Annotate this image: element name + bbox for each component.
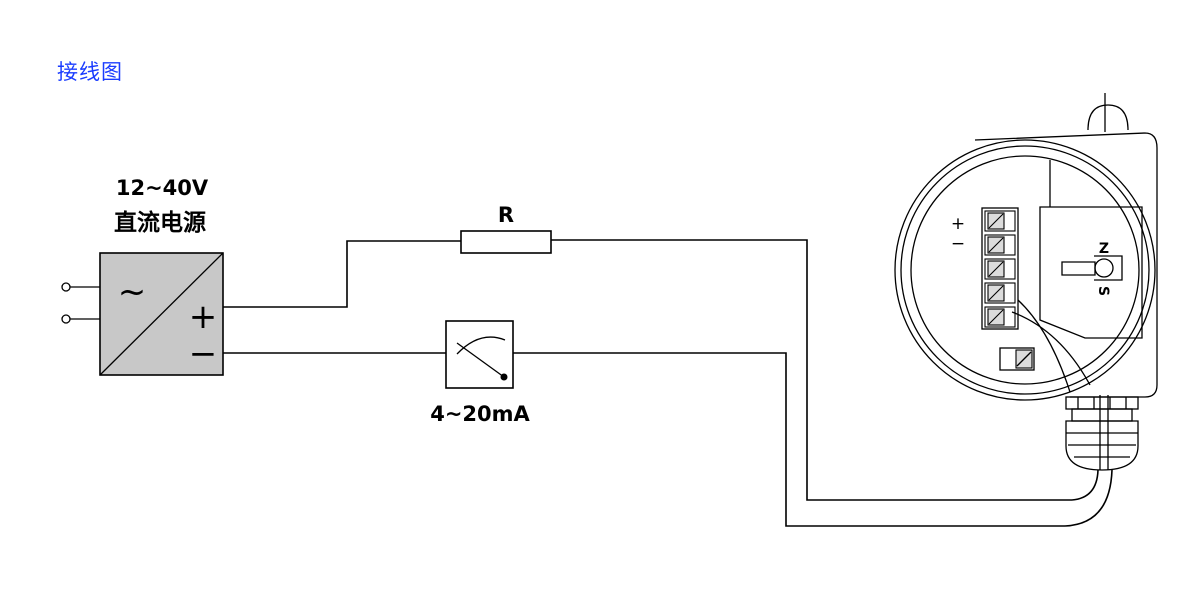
converter-diagonal xyxy=(99,252,224,376)
gland-seal xyxy=(1065,420,1139,471)
transmitter-housing: Z S + − xyxy=(894,93,1158,471)
negative-wire-cable-bend xyxy=(1064,469,1113,527)
meter-pivot xyxy=(500,373,508,381)
zero-adjust-label: Z xyxy=(1099,241,1109,257)
meter-scale-arc xyxy=(456,336,506,355)
adjust-bracket xyxy=(1094,255,1123,281)
top-mount-lug xyxy=(1087,104,1129,131)
gland-nut xyxy=(1065,396,1139,410)
terminal-screw-slot xyxy=(988,237,1004,253)
dc-minus-symbol: − xyxy=(189,334,218,374)
housing-inner-ring xyxy=(900,145,1150,395)
resistor-label: R xyxy=(498,203,514,227)
power-supply-label: 直流电源 xyxy=(114,209,206,236)
internal-wire-1 xyxy=(1011,311,1091,386)
ac-symbol: ~ xyxy=(118,272,147,312)
ac-terminal-1 xyxy=(61,282,71,292)
ac-terminal-2 xyxy=(61,314,71,324)
terminal-screw-slot xyxy=(988,285,1004,301)
negative-wire-to-device xyxy=(513,352,1065,527)
current-meter: 4~20mA xyxy=(430,320,531,426)
terminal-block: + − xyxy=(951,207,1019,330)
adjust-potentiometer-knob xyxy=(1094,258,1114,278)
resistor-body xyxy=(460,230,552,254)
positive-wire-cable-bend xyxy=(1071,469,1099,501)
housing-chamber xyxy=(910,155,1140,385)
ground-screw-slot xyxy=(1016,351,1032,367)
power-supply-voltage: 12~40V xyxy=(116,176,209,200)
resistor: R xyxy=(460,203,552,254)
housing-outer-ring xyxy=(894,139,1156,401)
terminal-minus-label: − xyxy=(951,234,965,254)
calibration-module xyxy=(1039,206,1143,339)
enclosure-outline xyxy=(974,132,1158,398)
gland-body xyxy=(1071,408,1133,422)
power-supply: 12~40V 直流电源 ~ + − xyxy=(61,176,224,376)
positive-wire-to-device xyxy=(551,239,1072,501)
terminal-screw-slot xyxy=(988,309,1004,325)
positive-wire-to-resistor xyxy=(223,240,461,308)
page-title: 接线图 xyxy=(57,60,123,84)
span-adjust-label: S xyxy=(1095,286,1111,296)
terminal-screw-slot xyxy=(988,261,1004,277)
dc-plus-symbol: + xyxy=(189,297,218,337)
meter-label: 4~20mA xyxy=(430,402,530,426)
adjust-lever xyxy=(1061,261,1096,276)
cable-gland xyxy=(1065,395,1139,471)
meter-needle xyxy=(456,342,505,378)
terminal-screw-slot xyxy=(988,213,1004,229)
terminal-plus-label: + xyxy=(951,214,965,234)
internal-wire-2 xyxy=(1017,299,1071,393)
